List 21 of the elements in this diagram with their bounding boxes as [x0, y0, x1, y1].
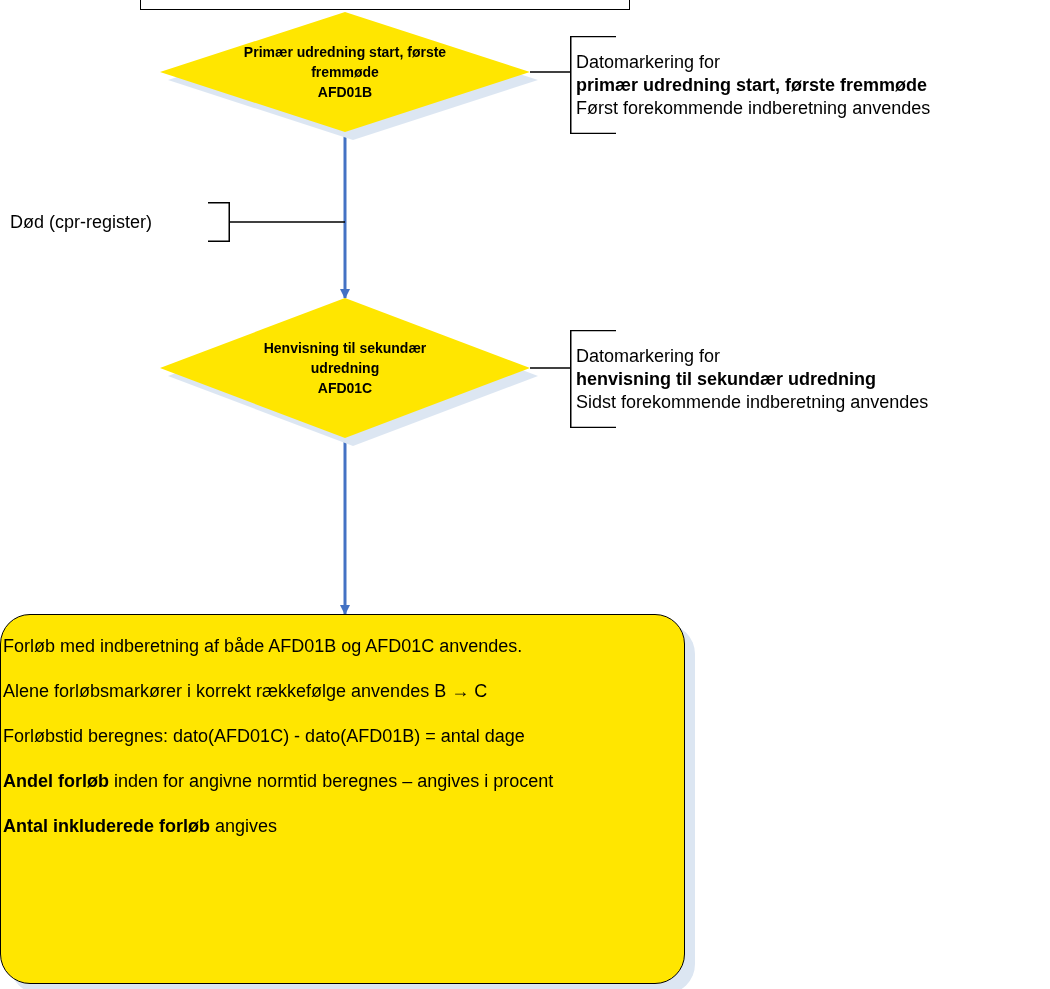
- annotation-text: Død (cpr-register): [10, 210, 152, 234]
- result-paragraph: Antal inkluderede forløb angives: [3, 815, 279, 838]
- annotation-text: Datomarkering for: [576, 50, 722, 74]
- result-paragraph: Forløb med indberetning af både AFD01B og AFD01C anvendes.: [3, 635, 524, 658]
- annotation-text: Datomarkering for: [576, 344, 722, 368]
- diamond-label: AFD01B: [317, 83, 373, 102]
- diamond-label: AFD01C: [317, 379, 373, 398]
- annotation-text: Først forekommende indberetning anvendes: [576, 96, 932, 120]
- leader-line: [529, 367, 571, 369]
- arrow: [340, 438, 350, 615]
- arrow: [340, 132, 350, 299]
- result-paragraph: Forløbstid beregnes: dato(AFD01C) - dato(AFD01B) = antal dage: [3, 725, 526, 748]
- diamond-label: Henvisning til sekundær udredning: [262, 339, 428, 378]
- annotation-text: Sidst forekommende indberetning anvendes: [576, 390, 930, 414]
- leader-line: [229, 221, 346, 223]
- result-paragraph: Alene forløbsmarkører i korrekt rækkefølge anvendes B → C: [3, 680, 489, 703]
- annotation-text: primær udredning start, første fremmøde: [576, 73, 929, 97]
- result-paragraph: Andel forløb inden for angivne normtid beregnes – angives i procent: [3, 770, 555, 793]
- diamond-label: Primær udredning start, første fremmøde: [242, 43, 448, 82]
- annotation-text: henvisning til sekundær udredning: [576, 367, 878, 391]
- leader-line: [529, 71, 571, 73]
